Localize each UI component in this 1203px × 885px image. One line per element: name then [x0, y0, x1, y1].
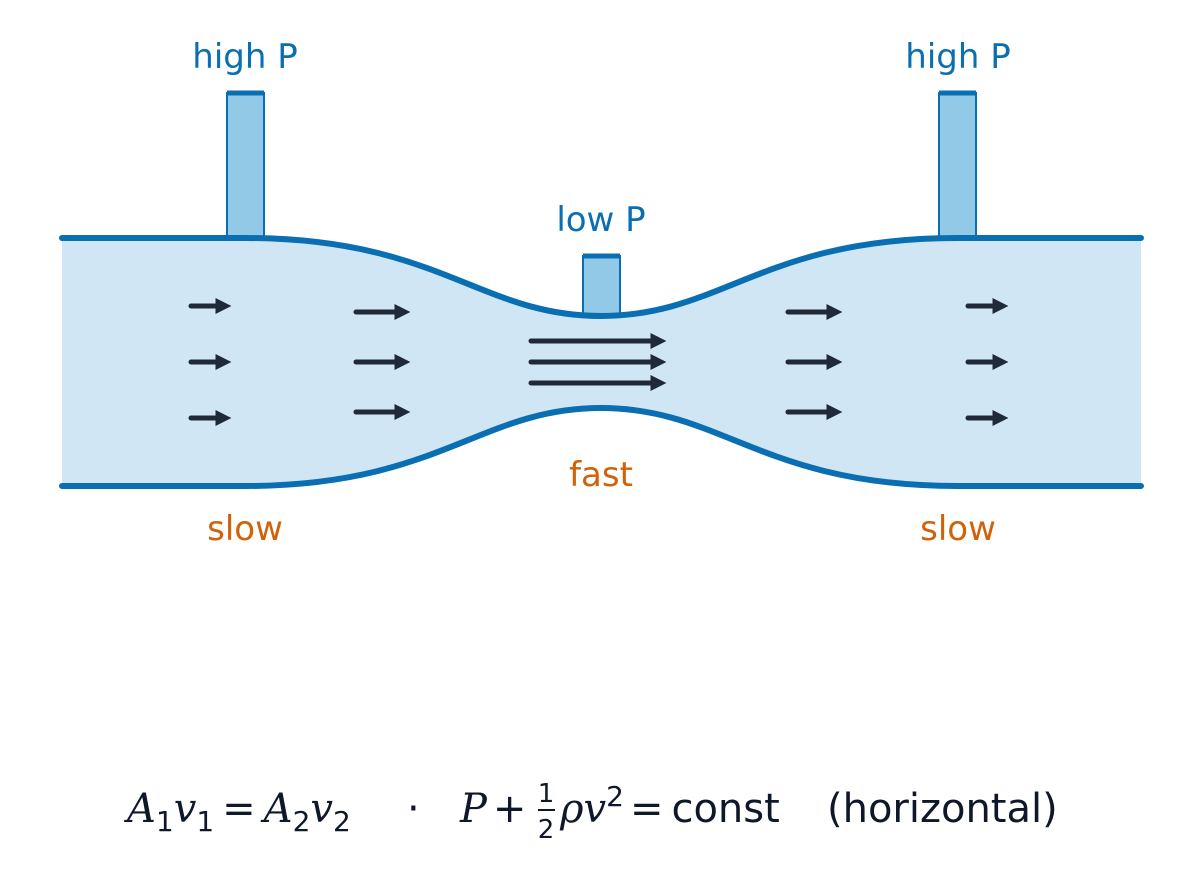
slow-label-right: slow — [920, 509, 996, 549]
pressure-tube-throat — [582, 255, 621, 316]
pipe-wall-bottom — [59, 404, 1144, 489]
bernoulli-equation-left: P+ — [459, 786, 526, 832]
half-numerator: 1 — [538, 779, 555, 809]
formula: A1v1=A2v2 · P+ 1 2 ρv2=const (horizontal… — [123, 779, 1058, 845]
high-pressure-label-left: high P — [192, 37, 297, 77]
continuity-equation: A1v1=A2v2 — [123, 786, 351, 838]
fast-label: fast — [569, 455, 633, 495]
half-denominator: 2 — [538, 815, 555, 845]
bernoulli-equation-right: ρv2=const — [559, 780, 780, 832]
horizontal-note: (horizontal) — [827, 786, 1058, 832]
high-pressure-label-right: high P — [905, 37, 1010, 77]
pressure-tube-right — [938, 92, 977, 239]
pipe-wall-top — [59, 235, 1144, 320]
slow-label-left: slow — [207, 509, 283, 549]
pressure-tube-left — [226, 92, 265, 239]
low-pressure-label: low P — [556, 200, 645, 240]
formula-separator: · — [407, 786, 420, 832]
